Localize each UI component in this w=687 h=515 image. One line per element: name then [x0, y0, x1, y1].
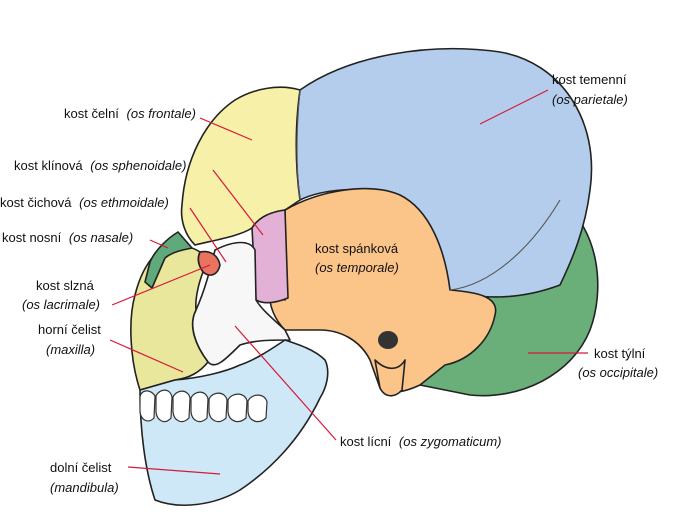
- leader-lines: [109, 89, 588, 475]
- label-zygomatic: kost lícní (os zygomaticum): [340, 434, 502, 449]
- temporal-bone: [268, 187, 497, 393]
- label-sphenoid: kost klínová (os sphenoidale): [14, 158, 186, 173]
- leader-frontal: [199, 117, 253, 141]
- leader-mandible: [127, 466, 221, 475]
- leader-maxilla: [109, 339, 184, 373]
- tooth: [208, 392, 228, 423]
- leader-parietal: [479, 89, 549, 125]
- label-maxilla-latin: (maxilla): [46, 342, 95, 357]
- label-occipital-name: kost týlní: [594, 346, 646, 361]
- leader-ethmoid: [189, 207, 227, 263]
- mastoid-process: [374, 359, 406, 397]
- label-nasal: kost nosní (os nasale): [2, 230, 133, 245]
- label-lacrimal-name: kost slzná: [36, 278, 95, 293]
- label-ethmoid: kost čichová (os ethmoidale): [0, 195, 169, 210]
- tooth: [139, 390, 156, 422]
- tooth: [190, 391, 209, 423]
- tooth: [247, 394, 268, 423]
- mandible-bone: [139, 339, 329, 506]
- lambdoid-suture: [449, 199, 561, 291]
- label-occipital-latin: (os occipitale): [578, 365, 658, 380]
- sphenoid-bone: [251, 209, 289, 304]
- coronal-suture: [296, 89, 301, 201]
- label-lacrimal-latin: (os lacrimale): [22, 297, 100, 312]
- label-temporal-name: kost spánková: [315, 241, 399, 256]
- nasal-bone: [144, 231, 193, 289]
- leader-nasal: [149, 239, 169, 249]
- label-mandible-latin: (mandibula): [50, 480, 119, 495]
- label-parietal-name: kost temenní: [552, 72, 627, 87]
- teeth: [139, 389, 268, 423]
- label-parietal-latin: (os parietale): [552, 92, 628, 107]
- label-temporal-latin: (os temporale): [315, 260, 399, 275]
- label-mandible-name: dolní čelist: [50, 460, 112, 475]
- tooth: [227, 393, 248, 423]
- labels: kost čelní (os frontale) kost klínová (o…: [0, 72, 658, 495]
- leader-lacrimal: [111, 264, 211, 306]
- label-frontal: kost čelní (os frontale): [64, 106, 196, 121]
- tooth: [172, 390, 191, 423]
- tooth: [155, 389, 173, 423]
- leader-zygomatic: [234, 325, 337, 441]
- parietal-bone: [295, 47, 593, 298]
- leader-sphenoid: [212, 169, 264, 236]
- ear-canal: [378, 331, 398, 349]
- label-maxilla-name: horní čelist: [38, 322, 101, 337]
